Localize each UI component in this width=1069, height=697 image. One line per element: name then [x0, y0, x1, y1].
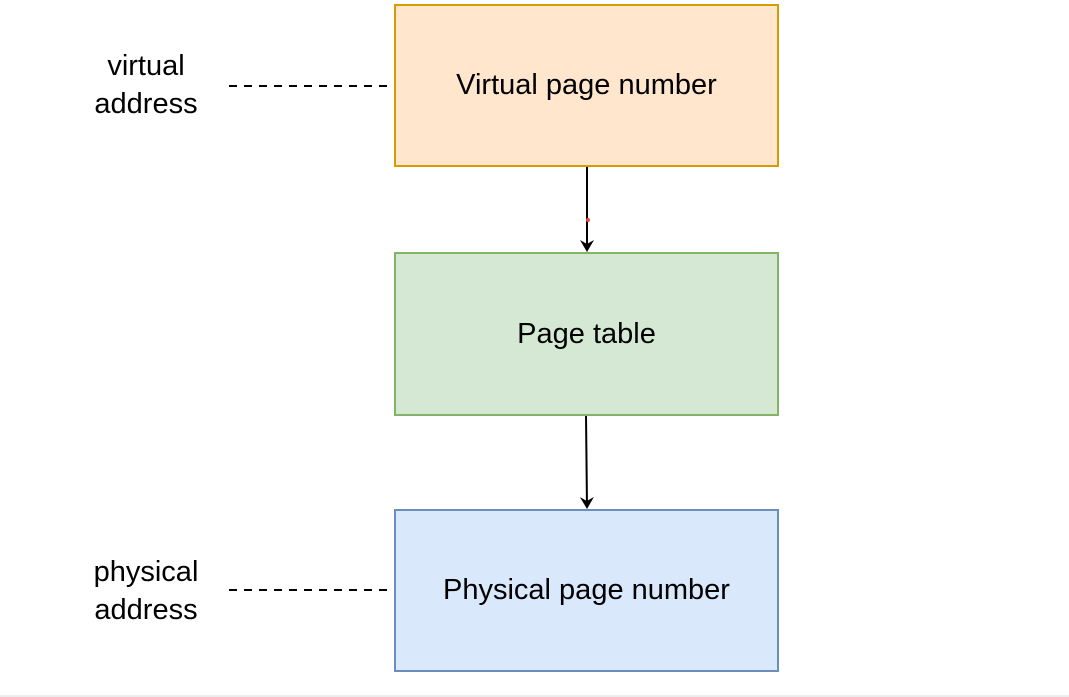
- physical-address-label-line1: physical: [93, 556, 199, 588]
- arrow-page-table-to-physical: [579, 414, 594, 509]
- virtual-address-label-line2: address: [94, 88, 198, 120]
- physical-address-label: physical address: [66, 553, 226, 629]
- page-table-box: Page table: [394, 252, 779, 416]
- virtual-address-label: virtual address: [66, 47, 226, 123]
- physical-page-number-box: Physical page number: [394, 509, 779, 672]
- connection-point-dot: [586, 218, 590, 222]
- virtual-page-number-label: Virtual page number: [456, 69, 717, 101]
- physical-address-label-line2: address: [94, 594, 198, 626]
- virtual-page-number-box: Virtual page number: [394, 4, 779, 167]
- physical-page-number-label: Physical page number: [443, 574, 730, 606]
- page-table-label: Page table: [517, 317, 656, 350]
- virtual-address-label-line1: virtual: [107, 50, 185, 82]
